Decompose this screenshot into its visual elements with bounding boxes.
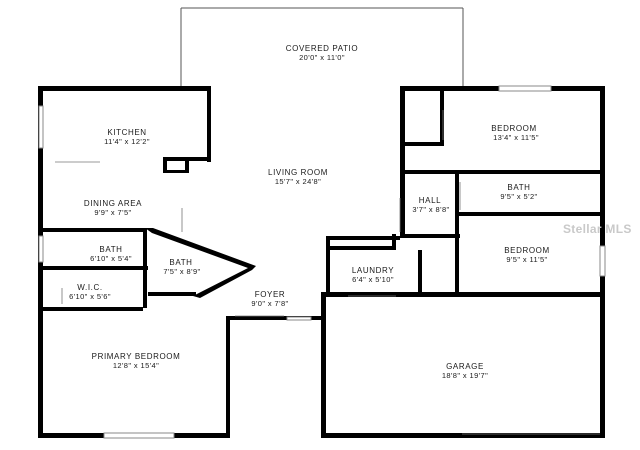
interior-walls [38,86,605,311]
bedroom-top-dim: 13'4" x 11'5" [493,133,539,142]
garage-dim: 18'8" x 19'7" [441,371,489,380]
kitchen-dim: 11'4" x 12'2" [104,137,150,146]
primary-bedroom-label: PRIMARY BEDROOM [91,352,181,361]
hall-dim: 3'7" x 8'8" [412,205,450,214]
hall-label: HALL [418,196,442,205]
bedroom-top-label: BEDROOM [491,124,537,133]
wic-dim: 6'10" x 5'6" [69,292,111,301]
garage-label: GARAGE [446,362,484,371]
kitchen-label: KITCHEN [107,128,147,137]
bath-center-dim: 7'5" x 8'9" [163,267,201,276]
covered-patio-dim: 20'0" x 11'0" [299,53,345,62]
living-room-dim: 15'7" x 24'8" [274,177,322,186]
patio-outline [180,7,464,86]
bath-center-label: BATH [169,258,193,267]
living-room-label: LIVING ROOM [268,168,328,177]
laundry-label: LAUNDRY [351,266,395,275]
wic-label: W.I.C. [77,283,103,292]
bath-right-dim: 9'5" x 5'2" [500,192,538,201]
primary-bedroom-dim: 12'8" x 15'4" [112,361,160,370]
bath-left-dim: 6'10" x 5'4" [90,254,132,263]
door-lines [55,110,600,435]
bedroom-right-label: BEDROOM [504,246,550,255]
dining-area-label: DINING AREA [83,199,143,208]
covered-patio-label: COVERED PATIO [285,44,359,53]
bedroom-right-dim: 9'5" x 11'5" [506,255,548,264]
watermark-text: Stellar MLS [563,222,632,236]
laundry-dim: 6'4" x 5'10" [352,275,394,284]
dining-area-dim: 9'9" x 7'5" [94,208,132,217]
foyer-label: FOYER [254,290,286,299]
foyer-dim: 9'0" x 7'8" [251,299,289,308]
bath-left-label: BATH [99,245,123,254]
windows [38,85,606,439]
bath-right-label: BATH [507,183,531,192]
